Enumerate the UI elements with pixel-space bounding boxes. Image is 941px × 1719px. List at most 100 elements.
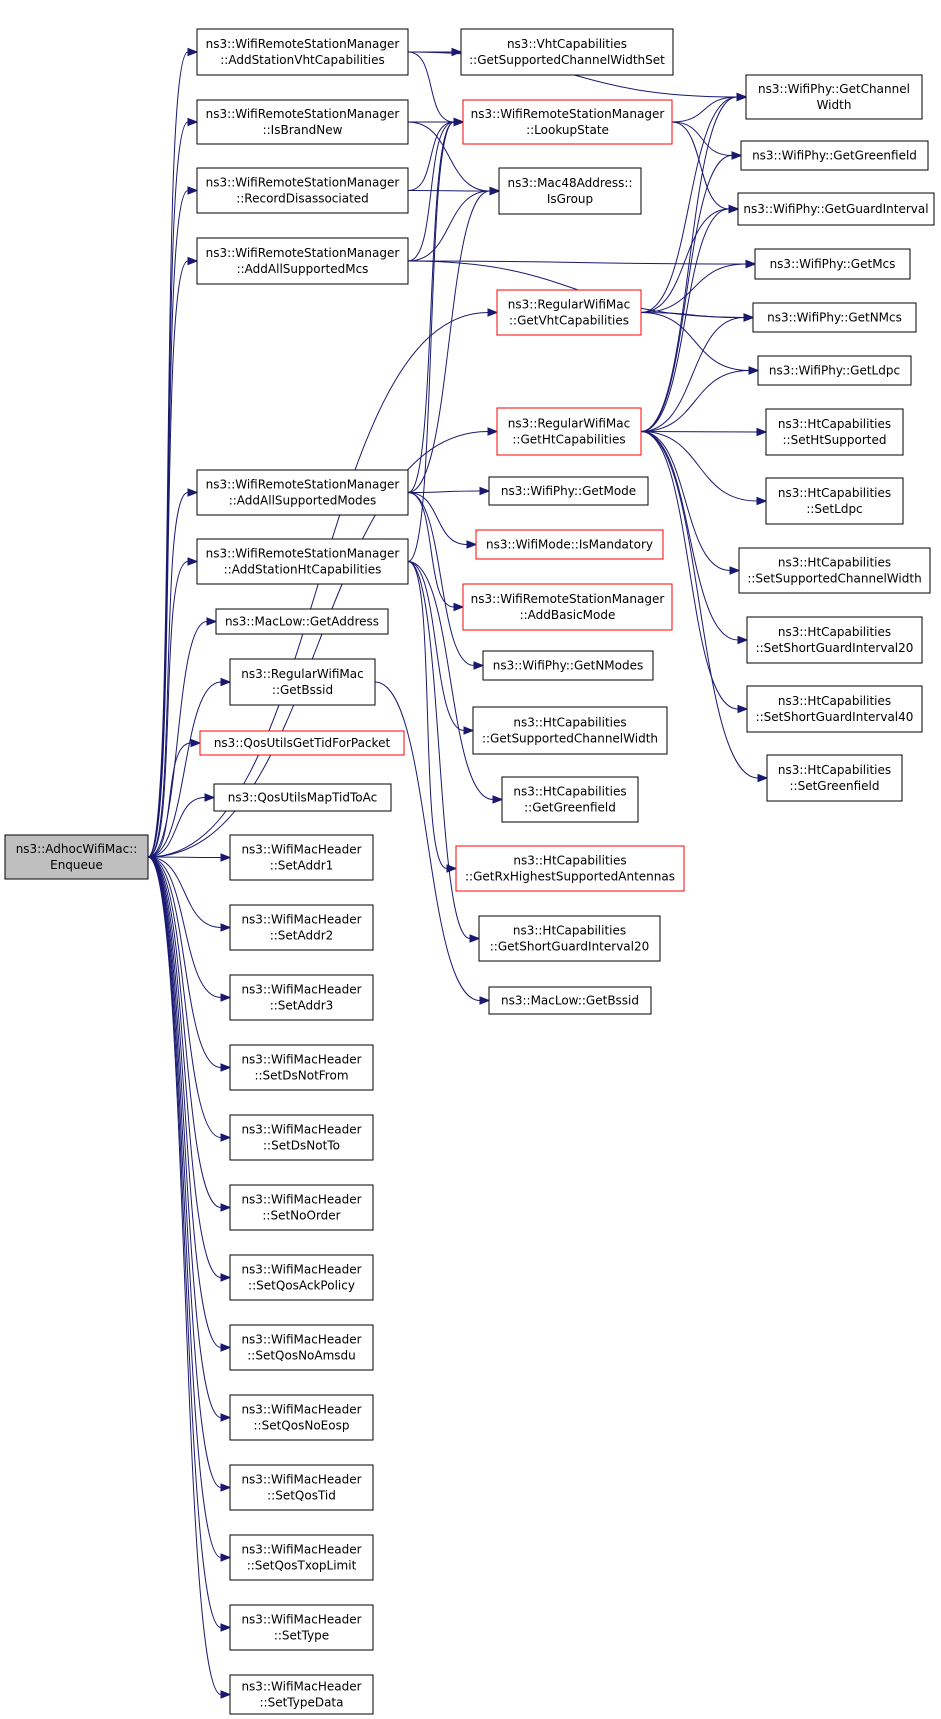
node-box <box>213 783 392 812</box>
node-setAddr3[interactable]: ns3::WifiMacHeader::SetAddr3 <box>229 974 374 1021</box>
node-getHtCap[interactable]: ns3::RegularWifiMac::GetHtCapabilities <box>496 407 642 456</box>
node-setDsNotFrom[interactable]: ns3::WifiMacHeader::SetDsNotFrom <box>229 1044 374 1091</box>
node-modeIsMandatory[interactable]: ns3::WifiMode::IsMandatory <box>475 529 664 560</box>
node-htGetGreenfield[interactable]: ns3::HtCapabilities::GetGreenfield <box>501 776 639 823</box>
node-box <box>229 1254 374 1301</box>
node-macLowGetAddr[interactable]: ns3::MacLow::GetAddress <box>215 608 389 635</box>
node-label-line: ns3::WifiRemoteStationManager <box>206 176 400 190</box>
node-phyGetMode[interactable]: ns3::WifiPhy::GetMode <box>488 476 649 506</box>
edge-root-to-setAddr1 <box>147 853 232 862</box>
node-box <box>501 776 639 823</box>
node-label-line: ns3::HtCapabilities <box>513 924 626 938</box>
node-phyGetNMcs[interactable]: ns3::WifiPhy::GetNMcs <box>752 302 917 333</box>
node-getVhtCap[interactable]: ns3::RegularWifiMac::GetVhtCapabilities <box>496 289 642 336</box>
node-box <box>229 1534 374 1581</box>
node-htSetSgi40[interactable]: ns3::HtCapabilities::SetShortGuardInterv… <box>746 685 923 733</box>
node-htSetLdpc[interactable]: ns3::HtCapabilities::SetLdpc <box>765 477 904 525</box>
node-phyGetNModes[interactable]: ns3::WifiPhy::GetNModes <box>482 650 654 681</box>
node-addAllModes[interactable]: ns3::WifiRemoteStationManager::AddAllSup… <box>196 469 409 516</box>
node-root[interactable]: ns3::AdhocWifiMac::Enqueue <box>4 834 149 880</box>
node-label-line: ns3::WifiPhy::GetLdpc <box>769 364 900 378</box>
node-box <box>460 28 674 76</box>
node-addStationHt[interactable]: ns3::WifiRemoteStationManager::AddStatio… <box>196 538 409 585</box>
node-htSetHtSup[interactable]: ns3::HtCapabilities::SetHtSupported <box>765 408 904 456</box>
node-label-line: ::AddAllSupportedModes <box>229 494 377 508</box>
edge-root-to-rwmGetBssid <box>147 677 232 858</box>
node-htSetSupChWidth[interactable]: ns3::HtCapabilities::SetSupportedChannel… <box>738 547 931 594</box>
node-label-line: ::SetDsNotTo <box>263 1139 340 1153</box>
node-label-line: ::SetLdpc <box>806 502 862 516</box>
node-setAddr1[interactable]: ns3::WifiMacHeader::SetAddr1 <box>229 834 374 881</box>
node-setQosTxop[interactable]: ns3::WifiMacHeader::SetQosTxopLimit <box>229 1534 374 1581</box>
node-setType[interactable]: ns3::WifiMacHeader::SetType <box>229 1604 374 1651</box>
node-htSetSgi20[interactable]: ns3::HtCapabilities::SetShortGuardInterv… <box>746 616 923 664</box>
edge-root-to-setType <box>147 856 232 1632</box>
node-addAllMcs[interactable]: ns3::WifiRemoteStationManager::AddAllSup… <box>196 237 409 285</box>
node-label-line: ns3::WifiRemoteStationManager <box>206 107 400 121</box>
edge-getHtCap-to-phyGetGreenfield <box>640 151 743 432</box>
node-setQosTid[interactable]: ns3::WifiMacHeader::SetQosTid <box>229 1464 374 1511</box>
node-recordDisassoc[interactable]: ns3::WifiRemoteStationManager::RecordDis… <box>196 167 409 214</box>
node-label-line: ns3::WifiPhy::GetGreenfield <box>752 149 917 163</box>
node-box <box>455 845 685 892</box>
node-box <box>229 1394 374 1441</box>
node-phyGetMcs[interactable]: ns3::WifiPhy::GetMcs <box>754 248 911 280</box>
edge-root-to-setQosNoEosp <box>147 856 232 1422</box>
node-box <box>472 706 668 755</box>
node-addStationVht[interactable]: ns3::WifiRemoteStationManager::AddStatio… <box>196 28 409 76</box>
node-box <box>196 28 409 76</box>
edge-recordDisassoc-to-lookupState <box>407 117 465 191</box>
edge-root-to-setTypeData <box>147 856 232 1699</box>
node-isBrandNew[interactable]: ns3::WifiRemoteStationManager::IsBrandNe… <box>196 99 409 145</box>
node-lookupState[interactable]: ns3::WifiRemoteStationManager::LookupSta… <box>462 99 673 145</box>
edge-getVhtCap-to-phyGetMcs <box>640 259 757 313</box>
node-macLowGetBssid[interactable]: ns3::MacLow::GetBssid <box>488 986 652 1015</box>
node-qosMapTid[interactable]: ns3::QosUtilsMapTidToAc <box>213 783 392 812</box>
node-phyGetGuardInt[interactable]: ns3::WifiPhy::GetGuardInterval <box>737 192 935 226</box>
node-rwmGetBssid[interactable]: ns3::RegularWifiMac::GetBssid <box>229 658 376 706</box>
edge-addAllModes-to-modeIsMandatory <box>407 492 478 549</box>
node-label-line: ns3::AdhocWifiMac:: <box>16 842 138 856</box>
edge-getHtCap-to-htSetSgi40 <box>640 431 749 714</box>
node-label-line: IsGroup <box>547 192 593 206</box>
node-label-line: ns3::WifiPhy::GetGuardInterval <box>743 202 928 216</box>
node-setQosAck[interactable]: ns3::WifiMacHeader::SetQosAckPolicy <box>229 1254 374 1301</box>
node-label-line: ns3::WifiMacHeader <box>241 1123 361 1137</box>
edge-getVhtCap-to-phyGetLdpc <box>640 312 760 375</box>
node-box <box>196 167 409 214</box>
node-label-line: ::SetGreenfield <box>789 779 879 793</box>
edge-getHtCap-to-phyGetNMcs <box>640 313 755 432</box>
node-vhtGetChWidthSet[interactable]: ns3::VhtCapabilities::GetSupportedChanne… <box>460 28 674 76</box>
node-label-line: ns3::HtCapabilities <box>778 486 891 500</box>
node-label-line: ::SetQosAckPolicy <box>248 1279 355 1293</box>
node-htGetSupChWidth[interactable]: ns3::HtCapabilities::GetSupportedChannel… <box>472 706 668 755</box>
node-setNoOrder[interactable]: ns3::WifiMacHeader::SetNoOrder <box>229 1184 374 1231</box>
node-label-line: ::AddBasicMode <box>520 608 616 622</box>
node-label-line: ns3::WifiPhy::GetChannel <box>758 82 910 96</box>
node-setQosNoEosp[interactable]: ns3::WifiMacHeader::SetQosNoEosp <box>229 1394 374 1441</box>
node-htGetRxAnt[interactable]: ns3::HtCapabilities::GetRxHighestSupport… <box>455 845 685 892</box>
node-setQosNoAmsdu[interactable]: ns3::WifiMacHeader::SetQosNoAmsdu <box>229 1324 374 1371</box>
node-box <box>462 99 673 145</box>
node-htGetSgi20[interactable]: ns3::HtCapabilities::GetShortGuardInterv… <box>478 915 661 962</box>
edge-getHtCap-to-htSetLdpc <box>640 431 768 506</box>
node-qosGetTid[interactable]: ns3::QosUtilsGetTidForPacket <box>199 730 405 756</box>
node-label-line: ::GetSupportedChannelWidth <box>482 732 658 746</box>
node-label-line: ::AddStationHtCapabilities <box>224 563 382 577</box>
node-label-line: ::SetQosTid <box>267 1489 336 1503</box>
node-setDsNotTo[interactable]: ns3::WifiMacHeader::SetDsNotTo <box>229 1114 374 1161</box>
edges-layer <box>147 47 769 1699</box>
node-phyGetGreenfield[interactable]: ns3::WifiPhy::GetGreenfield <box>740 140 929 171</box>
node-addBasicMode[interactable]: ns3::WifiRemoteStationManager::AddBasicM… <box>462 583 673 631</box>
node-phyGetLdpc[interactable]: ns3::WifiPhy::GetLdpc <box>757 355 912 386</box>
node-label-line: ns3::WifiRemoteStationManager <box>471 592 665 606</box>
node-isGroup[interactable]: ns3::Mac48Address::IsGroup <box>498 167 642 215</box>
edge-root-to-setQosTxop <box>147 856 232 1562</box>
node-setAddr2[interactable]: ns3::WifiMacHeader::SetAddr2 <box>229 904 374 951</box>
node-setTypeData[interactable]: ns3::WifiMacHeader::SetTypeData <box>229 1674 374 1715</box>
node-htSetGreenfield[interactable]: ns3::HtCapabilities::SetGreenfield <box>766 754 903 802</box>
node-label-line: ::SetTypeData <box>259 1696 343 1710</box>
node-label-line: ns3::WifiMacHeader <box>241 1543 361 1557</box>
